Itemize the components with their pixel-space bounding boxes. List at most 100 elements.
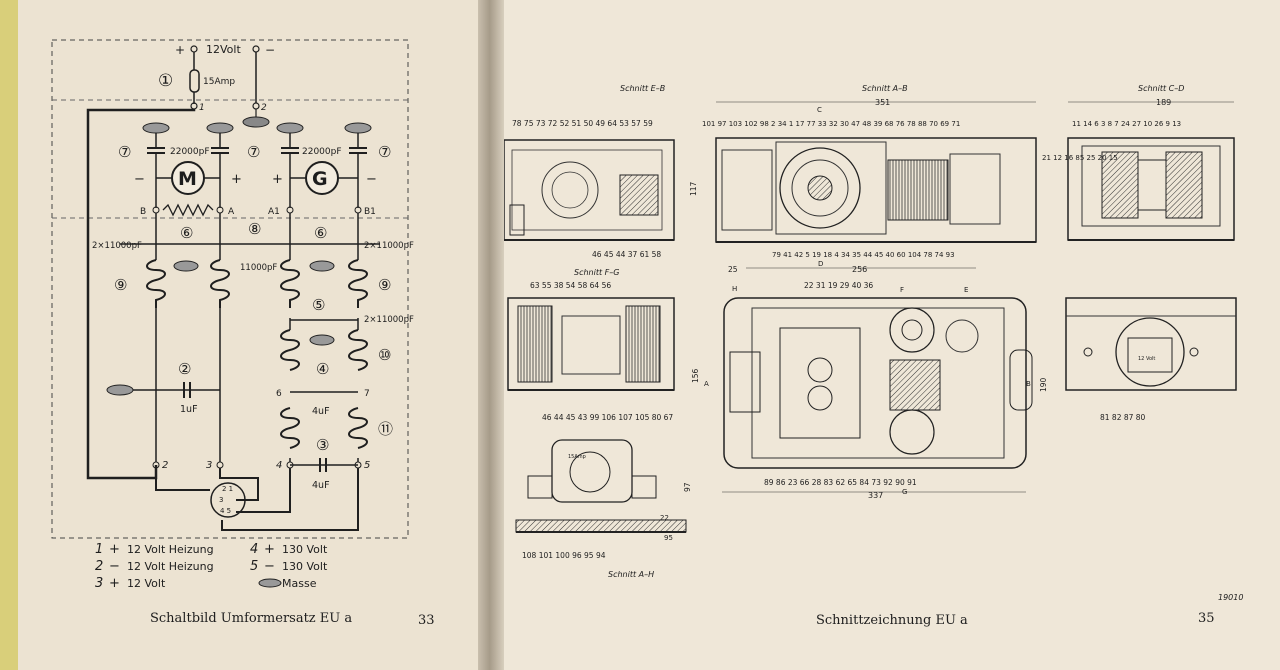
circled-9-b: ⑨ [378, 276, 391, 294]
terminal-2: 2 [162, 460, 168, 471]
svg-text:Schnitt F–G: Schnitt F–G [574, 268, 619, 277]
cap-22000-gen: 22000pF [302, 147, 342, 157]
end-view: 12 Volt 81 82 87 80 [1065, 297, 1237, 422]
svg-text:+: + [264, 542, 275, 557]
circled-11: ⑪ [378, 420, 393, 438]
svg-text:+: + [109, 542, 120, 557]
section-f-g: Schnitt F–G 63 55 38 54 58 64 56 46 44 4… [507, 268, 700, 422]
right-page-number: 35 [1198, 611, 1215, 626]
svg-text:−: − [109, 559, 120, 574]
svg-text:12 Volt: 12 Volt [1138, 356, 1155, 362]
gen-term-a1: A1 [268, 207, 280, 217]
svg-text:C: C [817, 106, 822, 114]
svg-text:22 31 19 29 40 36: 22 31 19 29 40 36 [804, 281, 873, 290]
svg-text:79 41 42 5 19 18 4 34 35 4: 79 41 42 5 19 18 4 34 35 44 45 40 60 104… [772, 251, 955, 259]
svg-text:−: − [366, 172, 377, 187]
svg-text:+: + [231, 172, 242, 187]
cap-1uf: 1uF [180, 404, 198, 415]
circled-8: ⑧ [248, 220, 261, 238]
left-page-number: 33 [418, 613, 435, 628]
generator-letter: G [312, 168, 328, 190]
terminal-5: 5 [364, 460, 370, 471]
svg-text:63 55 38 54 58 64 56: 63 55 38 54 58 64 56 [530, 281, 611, 290]
svg-text:D: D [818, 260, 823, 268]
ref-number: 19010 [1218, 593, 1243, 602]
cap-4uf-b: 4uF [312, 480, 330, 491]
svg-text:190: 190 [1039, 377, 1048, 392]
svg-text:Schnitt C–D: Schnitt C–D [1138, 84, 1184, 93]
svg-text:21 12 16 85 25 20 15: 21 12 16 85 25 20 15 [1042, 154, 1118, 162]
gen-term-b1: B1 [364, 207, 376, 217]
svg-text:3: 3 [95, 576, 103, 591]
svg-text:156: 156 [691, 368, 700, 383]
terminal-3: 3 [206, 460, 212, 471]
svg-text:−: − [264, 559, 275, 574]
section-drawings: Schnitt E–B 78 75 73 72 52 51 50 49 64 5… [503, 84, 1243, 628]
svg-text:6: 6 [276, 389, 282, 399]
svg-text:−: − [134, 172, 145, 187]
svg-text:337: 337 [868, 491, 883, 500]
cap-11000: 11000pF [240, 263, 277, 273]
circled-7-a: ⑦ [118, 143, 131, 161]
cap-2x11000-left: 2×11000pF [92, 241, 142, 251]
cap-4uf-a: 4uF [312, 406, 330, 417]
legend: 1 + 12 Volt Heizung 2 − 12 Volt Heizung … [95, 542, 328, 591]
connector-socket [210, 482, 246, 518]
svg-text:G: G [902, 488, 907, 496]
capacitor-group-top [142, 122, 372, 178]
terminal-4: 4 [276, 460, 282, 471]
svg-text:12 Volt Heizung: 12 Volt Heizung [127, 543, 214, 556]
svg-text:4 5: 4 5 [220, 507, 231, 515]
circled-2: ② [178, 360, 191, 378]
left-caption: Schaltbild Umformersatz EU a [150, 611, 352, 626]
terminal-1-top: 1 [199, 103, 205, 113]
cap-2x11000-mid: 2×11000pF [364, 315, 414, 325]
svg-text:12 Volt: 12 Volt [127, 577, 166, 590]
section-c-d: Schnitt C–D 189 11 14 6 3 8 7 24 27 10 2… [1067, 84, 1235, 241]
svg-text:89 86 23 66 28 83 6: 89 86 23 66 28 83 62 65 84 73 92 90 91 [764, 478, 917, 487]
cap-2x11000-right: 2×11000pF [364, 241, 414, 251]
svg-text:101 97 103 102 98 2 34 1 1: 101 97 103 102 98 2 34 1 17 77 33 32 30 … [702, 120, 960, 128]
svg-text:+: + [272, 172, 283, 187]
svg-text:95: 95 [664, 534, 673, 542]
svg-text:46 44 45 43 99 106 107 10: 46 44 45 43 99 106 107 105 80 67 [542, 413, 673, 422]
circled-6-a: ⑥ [180, 224, 193, 242]
wiring-schematic: + 12Volt − ① 15Amp 1 2 [51, 39, 435, 628]
circled-9-a: ⑨ [114, 276, 127, 294]
svg-text:130 Volt: 130 Volt [282, 560, 328, 573]
svg-text:2: 2 [95, 559, 103, 574]
svg-text:12 Volt Heizung: 12 Volt Heizung [127, 560, 214, 573]
svg-text:1: 1 [95, 542, 103, 557]
motor-term-a: A [228, 207, 235, 217]
svg-text:2 1: 2 1 [222, 485, 233, 493]
svg-text:81 82 87 80: 81 82 87 80 [1100, 413, 1146, 422]
cap-22000-motor: 22000pF [170, 147, 210, 157]
svg-text:5: 5 [250, 559, 258, 574]
svg-text:97: 97 [683, 482, 692, 492]
svg-text:E: E [964, 286, 968, 294]
circled-5: ⑤ [312, 296, 325, 314]
motor-term-b: B [140, 207, 146, 217]
svg-text:7: 7 [364, 389, 370, 399]
supply-minus: − [265, 43, 275, 57]
svg-text:B: B [1026, 380, 1031, 388]
book-gutter [478, 0, 504, 670]
svg-text:H: H [732, 285, 737, 293]
svg-text:108 101 100 96 95: 108 101 100 96 95 94 [522, 551, 606, 560]
section-e-b: Schnitt E–B 78 75 73 72 52 51 50 49 64 5… [503, 84, 698, 259]
svg-text:256: 256 [852, 265, 867, 274]
fuse-label: 15Amp [203, 77, 235, 87]
svg-text:3: 3 [219, 496, 223, 504]
left-page-edge [0, 0, 18, 670]
svg-text:4: 4 [250, 542, 258, 557]
supply-plus: + [175, 43, 185, 57]
supply-voltage: 12Volt [206, 43, 241, 56]
section-a-b: Schnitt A–B 351 C 101 97 103 102 98 2 34… [702, 84, 1118, 268]
svg-text:Schnitt E–B: Schnitt E–B [620, 84, 665, 93]
motor-letter: M [178, 168, 197, 190]
svg-text:46 45 44 37 61 58: 46 45 44 37 61 58 [592, 250, 661, 259]
left-page: + 12Volt − ① 15Amp 1 2 [0, 0, 490, 670]
svg-text:78 75 73 72 52 51 50 49 64 5: 78 75 73 72 52 51 50 49 64 53 57 59 [512, 119, 653, 128]
svg-text:15Amp: 15Amp [568, 454, 586, 460]
